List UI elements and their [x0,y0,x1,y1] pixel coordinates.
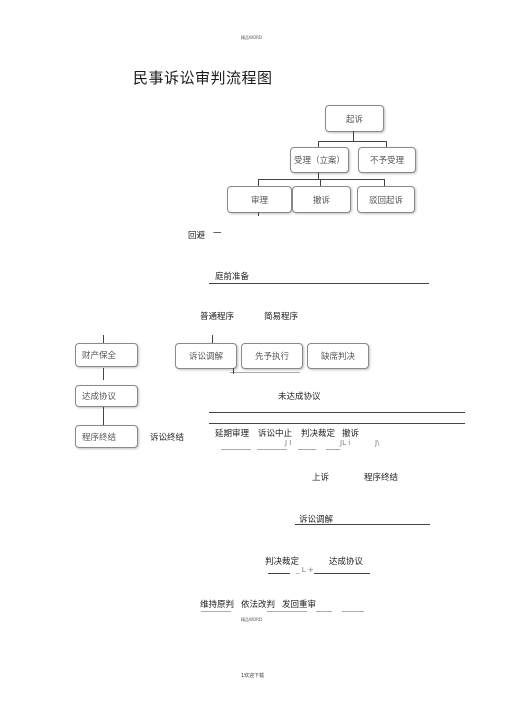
connector-line [384,179,385,186]
faint-line [201,611,231,612]
outcome-judgment: 判决裁定 [301,429,336,439]
flow-box-trial: 审理 [227,186,292,213]
agreement2-label: 达成协议 [329,557,364,567]
scribble-mark: _ L + [296,566,314,574]
connector-line [318,141,319,147]
faint-line [298,449,316,450]
ordinary-procedure: 普通程序 [200,312,235,322]
connector-line [103,368,104,380]
flow-box-mediation: 诉讼调解 [175,343,237,369]
outcome-withdraw: 撤诉 [342,429,360,439]
faint-line [326,449,340,450]
no-agreement-label: 未达成协议 [278,392,321,402]
underline [314,573,370,574]
connector-line [318,172,319,179]
page-title: 民事诉讼审判流程图 [133,69,273,87]
rule-line [209,412,465,413]
final-revise: 依法改判 [241,600,276,610]
final-retrial: 发回重审 [282,600,317,610]
flow-box-dismiss: 驳回起诉 [357,186,415,213]
faint-line [342,611,364,612]
final-uphold: 维持原判 [200,600,235,610]
faint-line [230,372,300,373]
connector-line [258,179,259,186]
connector-line [258,212,259,216]
flow-box-accept: 受理（立案） [290,147,349,173]
connector-line [103,335,104,343]
appeal-label: 上诉 [312,473,330,483]
litigation-end-label: 诉讼终结 [150,433,185,443]
scribble-mark: JL i [340,439,351,447]
faint-line [316,611,332,612]
flow-box-reject: 不予受理 [358,147,416,173]
avoid-dash: 一 [213,229,222,239]
scribble-mark: J I [285,439,292,447]
faint-line [257,449,287,450]
connector-line [318,141,386,142]
underline [268,573,290,574]
header-watermark: 精品WORD [241,35,262,40]
outcome-suspend: 诉讼中止 [258,429,293,439]
connector-line [233,368,234,374]
underline [209,283,429,284]
flow-box-agreement: 达成协议 [75,385,138,407]
connector-line [320,179,321,186]
flow-box-default-judgment: 缺席判决 [307,343,369,369]
outcome-postpone: 延期审理 [215,429,250,439]
scribble-mark: J\ [375,439,380,447]
connector-line [353,131,354,141]
connector-line [386,141,387,147]
faint-line [267,611,307,612]
procedure-end-label: 程序终结 [364,473,399,483]
connector-line [212,335,213,343]
connector-line [258,179,384,180]
flow-box-sue: 起诉 [325,105,384,132]
footer-watermark: 精品WORD [241,617,262,622]
faint-line [221,449,251,450]
underline [295,524,430,525]
flow-box-advance-execution: 先予执行 [241,343,303,369]
connector-line [103,407,104,425]
page-number: 1欢迎下载 [241,673,265,679]
flow-box-property-preservation: 财产保全 [75,343,138,367]
simple-procedure: 简易程序 [264,312,299,322]
scribble-mark: · [310,604,313,612]
mediation-label: 诉讼调解 [299,515,334,525]
rule-line [209,423,465,424]
avoid-label: 回避 [188,231,206,241]
verdict-label: 判决裁定 [265,557,300,567]
flow-box-withdraw: 撤诉 [292,186,351,213]
pretrial-label: 庭前准备 [215,272,250,282]
flow-box-case-end: 程序终结 [75,425,138,448]
